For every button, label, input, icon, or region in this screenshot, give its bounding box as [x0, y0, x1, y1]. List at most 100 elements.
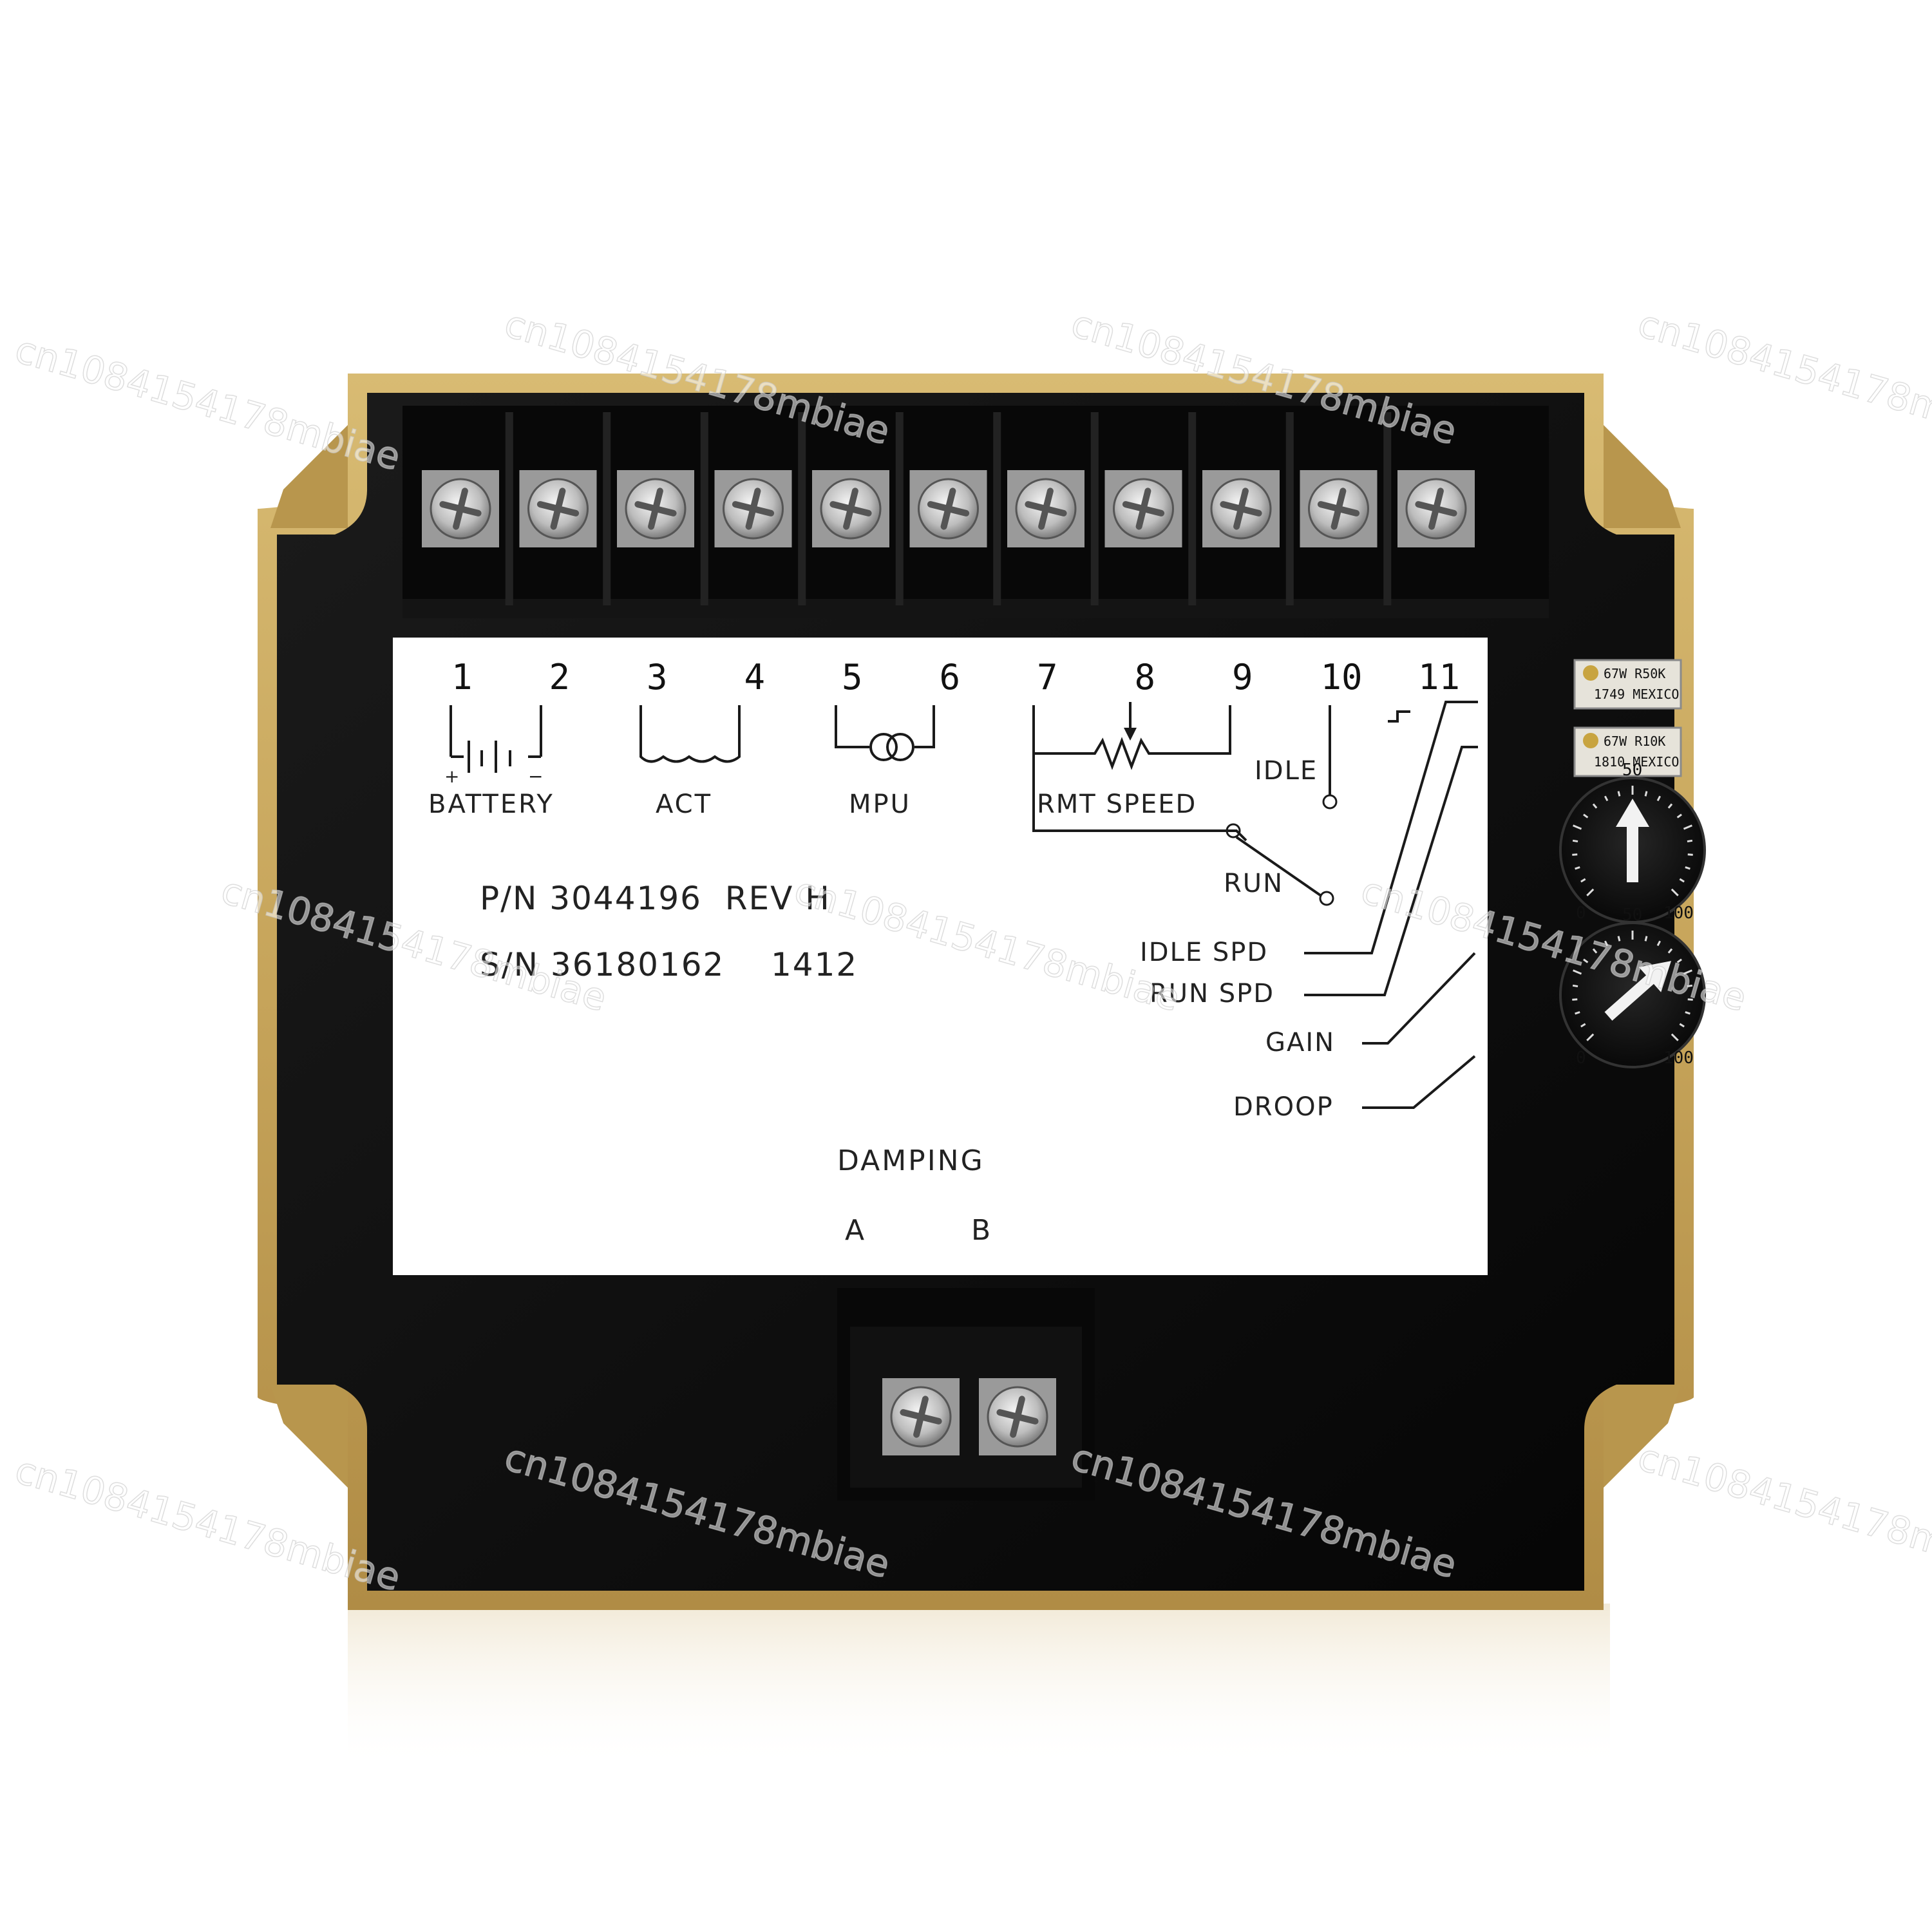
terminal-screw-10[interactable] — [1300, 470, 1378, 547]
terminal-number-10: 10 — [1321, 657, 1363, 697]
dial-tick — [1644, 791, 1648, 797]
terminal-number-9: 9 — [1232, 657, 1253, 697]
dial-label-max: 100 — [1663, 904, 1694, 923]
gain-label: GAIN — [1265, 1028, 1335, 1057]
dial-tick — [1656, 940, 1662, 947]
svg-text:−: − — [528, 766, 543, 787]
terminal-number-6: 6 — [940, 657, 961, 697]
terminal-number-8: 8 — [1135, 657, 1156, 697]
dial-pointer — [1616, 799, 1649, 882]
dial-tick — [1583, 958, 1589, 963]
dial-tick — [1617, 936, 1621, 942]
terminal-divider — [798, 412, 806, 605]
pot-bottom-line2: 1810 MEXICO — [1594, 754, 1679, 770]
dial-tick — [1676, 958, 1682, 963]
terminal-screw-3[interactable] — [617, 470, 694, 547]
gain-dial[interactable]: 50 0 100 — [1559, 761, 1706, 923]
dial-tick — [1580, 1023, 1586, 1028]
wiring-schematic: + − — [444, 701, 1478, 1109]
watermark-text: cn1084154178mbiae — [10, 327, 405, 479]
screw-slot — [927, 488, 970, 530]
screw-slot — [634, 488, 677, 530]
dial-tick — [1667, 803, 1673, 809]
dial-label-mid: 50 — [1622, 761, 1642, 780]
dial-tick — [1679, 878, 1685, 883]
dial-tick — [1683, 969, 1692, 975]
screw-slot — [829, 488, 872, 530]
dial-tick — [1604, 795, 1609, 802]
dial-tick — [1683, 824, 1692, 830]
screw-slot — [1220, 488, 1262, 530]
damping-b-label: B — [971, 1214, 990, 1247]
dial-label-max: 100 — [1663, 1048, 1694, 1068]
terminal-divider — [1285, 412, 1294, 605]
terminal-screw-4[interactable] — [714, 470, 792, 547]
dial-label-min: 0 — [1576, 1048, 1586, 1068]
dial-label-mid: 50 — [1622, 905, 1642, 925]
screw-slot — [732, 488, 775, 530]
terminal-divider — [1188, 412, 1197, 605]
dial-tick — [1604, 940, 1609, 947]
terminal-number-5: 5 — [842, 657, 863, 697]
dial-tick — [1667, 948, 1673, 954]
dial-tick — [1573, 969, 1582, 975]
screw-slot — [1025, 488, 1067, 530]
terminal-screw-8[interactable] — [1104, 470, 1182, 547]
rmt-speed-label: RMT SPEED — [1037, 790, 1197, 819]
terminal-screw-1[interactable] — [422, 470, 499, 547]
dial-label-min: 0 — [1576, 904, 1586, 923]
damping-screw-b[interactable] — [979, 1378, 1056, 1455]
svg-text:+: + — [444, 766, 459, 787]
dial-tick — [1586, 1033, 1595, 1041]
droop-dial[interactable]: 50 0 100 — [1559, 905, 1706, 1068]
terminal-number-7: 7 — [1037, 657, 1058, 697]
dial-tick — [1687, 998, 1693, 1001]
trim-pot-idle[interactable]: 67W R50K 1749 MEXICO — [1573, 659, 1682, 710]
damping-label: DAMPING — [837, 1144, 985, 1177]
terminal-screw-9[interactable] — [1202, 470, 1280, 547]
dial-tick — [1572, 984, 1578, 988]
terminal-number-4: 4 — [744, 657, 766, 697]
terminal-number-3: 3 — [647, 657, 668, 697]
terminal-screw-2[interactable] — [519, 470, 597, 547]
terminal-divider — [505, 412, 513, 605]
dial-tick — [1687, 984, 1693, 988]
dial-tick — [1687, 839, 1693, 843]
terminal-divider — [700, 412, 708, 605]
mpu-label: MPU — [849, 790, 911, 819]
damping-screws — [882, 1378, 1056, 1455]
idle-spd-label: IDLE SPD — [1140, 938, 1268, 967]
dial-tick — [1676, 813, 1682, 819]
watermark-text: cn1084154178mbiae — [1633, 1435, 1932, 1587]
pot-top-line2: 1749 MEXICO — [1594, 687, 1679, 702]
damping-screw-a[interactable] — [882, 1378, 960, 1455]
dial-tick — [1583, 813, 1589, 819]
dial-tick — [1656, 795, 1662, 802]
terminal-screws — [422, 412, 1475, 605]
terminal-screw-11[interactable] — [1397, 470, 1475, 547]
terminal-divider — [895, 412, 904, 605]
act-label: ACT — [656, 790, 712, 819]
screw-slot — [1415, 488, 1457, 530]
wiring-label — [393, 638, 1488, 1275]
dial-tick — [1592, 948, 1598, 954]
terminal-number-11: 11 — [1418, 657, 1460, 697]
run-spd-label: RUN SPD — [1150, 979, 1274, 1009]
terminal-screw-7[interactable] — [1007, 470, 1084, 547]
serial-number: S/N 36180162 1412 — [480, 946, 858, 983]
dial-tick — [1617, 791, 1621, 797]
terminal-screw-5[interactable] — [812, 470, 889, 547]
dial-tick — [1679, 1023, 1685, 1028]
pot-bottom-line1: 67W R10K — [1604, 734, 1665, 749]
terminal-divider — [993, 412, 1001, 605]
terminal-number-2: 2 — [549, 657, 571, 697]
screw-slot — [900, 1396, 942, 1438]
terminal-screw-6[interactable] — [909, 470, 987, 547]
terminal-divider — [1383, 412, 1392, 605]
trim-pot-run[interactable]: 67W R10K 1810 MEXICO — [1573, 726, 1682, 777]
dial-tick — [1644, 936, 1648, 942]
terminal-divider — [603, 412, 611, 605]
run-label: RUN — [1224, 869, 1283, 898]
dial-tick — [1685, 866, 1690, 870]
